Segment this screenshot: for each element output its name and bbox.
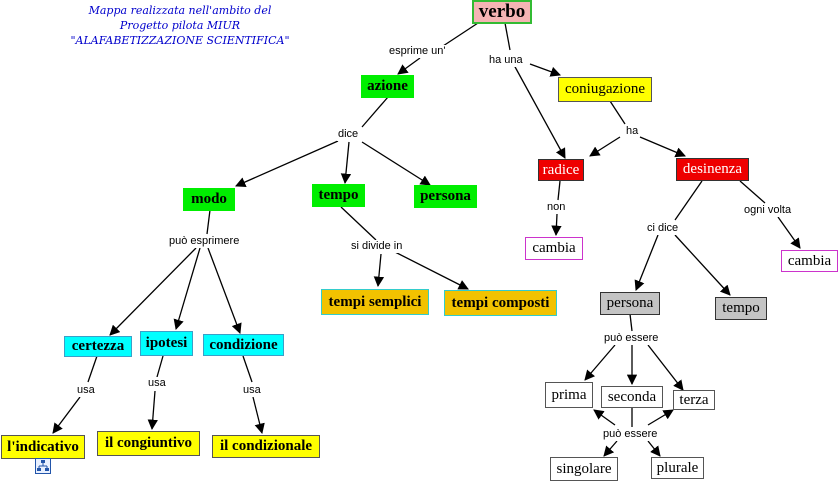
link-label-dice: dice [337, 128, 360, 141]
credit-line-3: "ALAFABETIZZAZIONE SCIENTIFICA" [70, 34, 290, 47]
sitemap-icon[interactable] [35, 458, 51, 474]
node-terza[interactable]: terza [673, 390, 715, 410]
node-tempo-desinenza[interactable]: tempo [715, 297, 767, 320]
link-label-puo-essere-1: può essere [603, 332, 660, 345]
link-label-ogni-volta: ogni volta [743, 204, 793, 217]
node-radice[interactable]: radice [538, 159, 584, 181]
node-certezza[interactable]: certezza [64, 336, 132, 357]
node-modo[interactable]: modo [183, 188, 235, 211]
node-singolare[interactable]: singolare [550, 457, 618, 481]
node-prima[interactable]: prima [545, 382, 593, 408]
node-condizionale[interactable]: il condizionale [212, 435, 320, 458]
node-congiuntivo[interactable]: il congiuntivo [97, 431, 200, 456]
node-persona[interactable]: persona [414, 185, 477, 208]
node-condizione[interactable]: condizione [203, 334, 284, 356]
link-label-si-divide-in: si divide in [350, 240, 404, 253]
link-label-usa-2: usa [147, 377, 167, 390]
link-label-esprime: esprime un' [388, 45, 447, 58]
sitemap-icon-glyph [37, 460, 49, 471]
node-persona-desinenza[interactable]: persona [600, 292, 660, 315]
link-label-puo-esprimere: può esprimere [168, 235, 241, 248]
link-label-puo-essere-2: può essere [602, 428, 659, 441]
node-azione[interactable]: azione [361, 75, 414, 98]
node-tempi-composti[interactable]: tempi composti [444, 290, 557, 316]
node-seconda[interactable]: seconda [601, 386, 663, 408]
link-label-ha: ha [625, 125, 640, 138]
node-indicativo[interactable]: l'indicativo [1, 435, 85, 459]
node-cambia-desinenza[interactable]: cambia [781, 250, 838, 272]
node-tempi-semplici[interactable]: tempi semplici [321, 289, 429, 315]
node-desinenza[interactable]: desinenza [676, 158, 749, 181]
node-plurale[interactable]: plurale [651, 457, 704, 479]
link-label-non: non [546, 201, 567, 214]
node-tempo[interactable]: tempo [312, 184, 365, 207]
node-coniugazione[interactable]: coniugazione [558, 77, 652, 102]
node-cambia-radice[interactable]: cambia [525, 237, 583, 260]
credit-line-2: Progetto pilota MIUR [119, 19, 241, 32]
link-label-ci-dice: ci dice [646, 222, 680, 235]
node-ipotesi[interactable]: ipotesi [140, 331, 193, 356]
credit-line-1: Mappa realizzata nell'ambito del [88, 4, 272, 17]
link-label-usa-3: usa [242, 384, 262, 397]
node-verbo[interactable]: verbo [472, 0, 532, 24]
link-label-usa-1: usa [76, 384, 96, 397]
link-label-ha-una: ha una [488, 54, 524, 67]
